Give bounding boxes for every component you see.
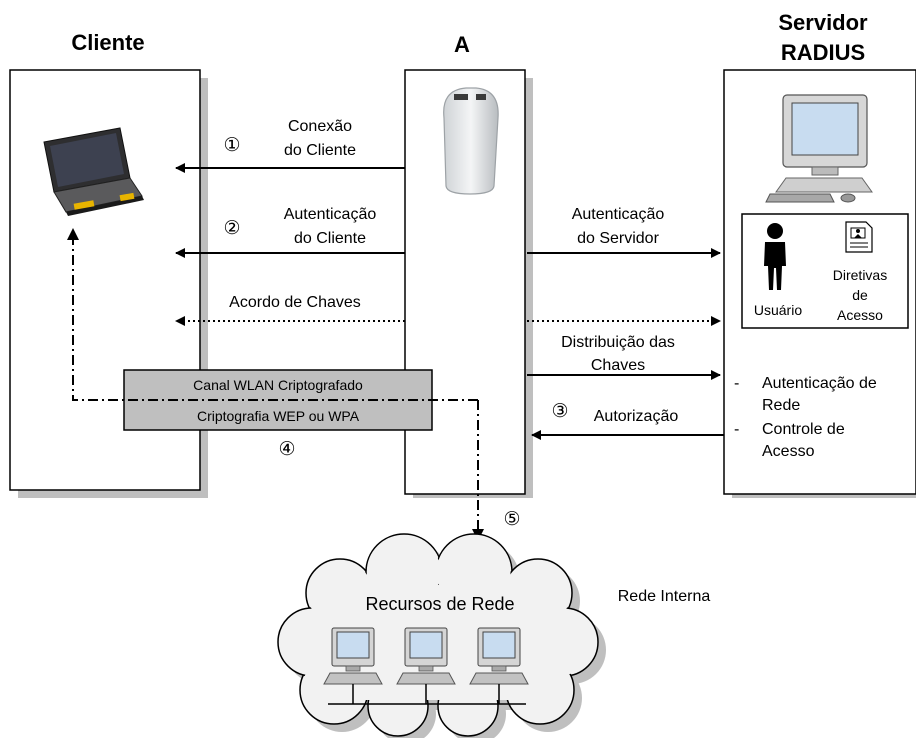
server-auth-line1: Autenticação [572, 206, 665, 223]
client-connection-line1: Conexão [288, 118, 352, 135]
network-computer-1-icon [323, 627, 383, 685]
ap-header: A [454, 32, 470, 57]
note1-dash: - [734, 375, 739, 392]
server-header-line1: Servidor [778, 10, 868, 35]
step-1: ① [223, 134, 240, 156]
document-icon [845, 221, 873, 253]
user-icon [764, 223, 786, 290]
note1-line1: Autenticação de [762, 375, 877, 392]
step-5: ⑤ [503, 508, 520, 530]
user-label: Usuário [754, 302, 802, 318]
authorization-label: Autorização [594, 408, 679, 425]
encrypted-path-arrowhead [67, 228, 79, 240]
key-agreement-label: Acordo de Chaves [229, 294, 361, 311]
key-distribution-line2: Chaves [591, 357, 645, 374]
policies-line1: Diretivas [833, 267, 887, 283]
network-computer-3-icon [469, 627, 529, 685]
server-computer-icon [765, 94, 873, 203]
client-auth-line1: Autenticação [284, 206, 377, 223]
step-2: ② [223, 217, 240, 239]
network-bus [328, 684, 526, 705]
access-point-icon [443, 87, 499, 195]
network-computer-2-icon [396, 627, 456, 685]
laptop-icon [43, 127, 144, 216]
step-3: ③ [551, 400, 568, 422]
client-connection-line2: do Cliente [284, 142, 356, 159]
channel-line1: Canal WLAN Criptografado [193, 377, 363, 393]
note2-line2: Acesso [762, 443, 815, 460]
cloud-label: Recursos de Rede [365, 594, 514, 614]
note2-dash: - [734, 421, 739, 438]
policies-line3: Acesso [837, 307, 883, 323]
channel-line2: Criptografia WEP ou WPA [197, 408, 360, 424]
encrypted-path-to-client [72, 234, 478, 401]
note1-line2: Rede [762, 397, 800, 414]
client-auth-line2: do Cliente [294, 230, 366, 247]
client-header: Cliente [71, 30, 144, 55]
key-distribution-line1: Distribuição das [561, 334, 675, 351]
server-header-line2: RADIUS [781, 40, 865, 65]
step-4: ④ [278, 438, 295, 460]
server-auth-line2: do Servidor [577, 230, 659, 247]
note2-line1: Controle de [762, 421, 845, 438]
internal-network-label: Rede Interna [618, 588, 711, 605]
policies-line2: de [852, 287, 868, 303]
